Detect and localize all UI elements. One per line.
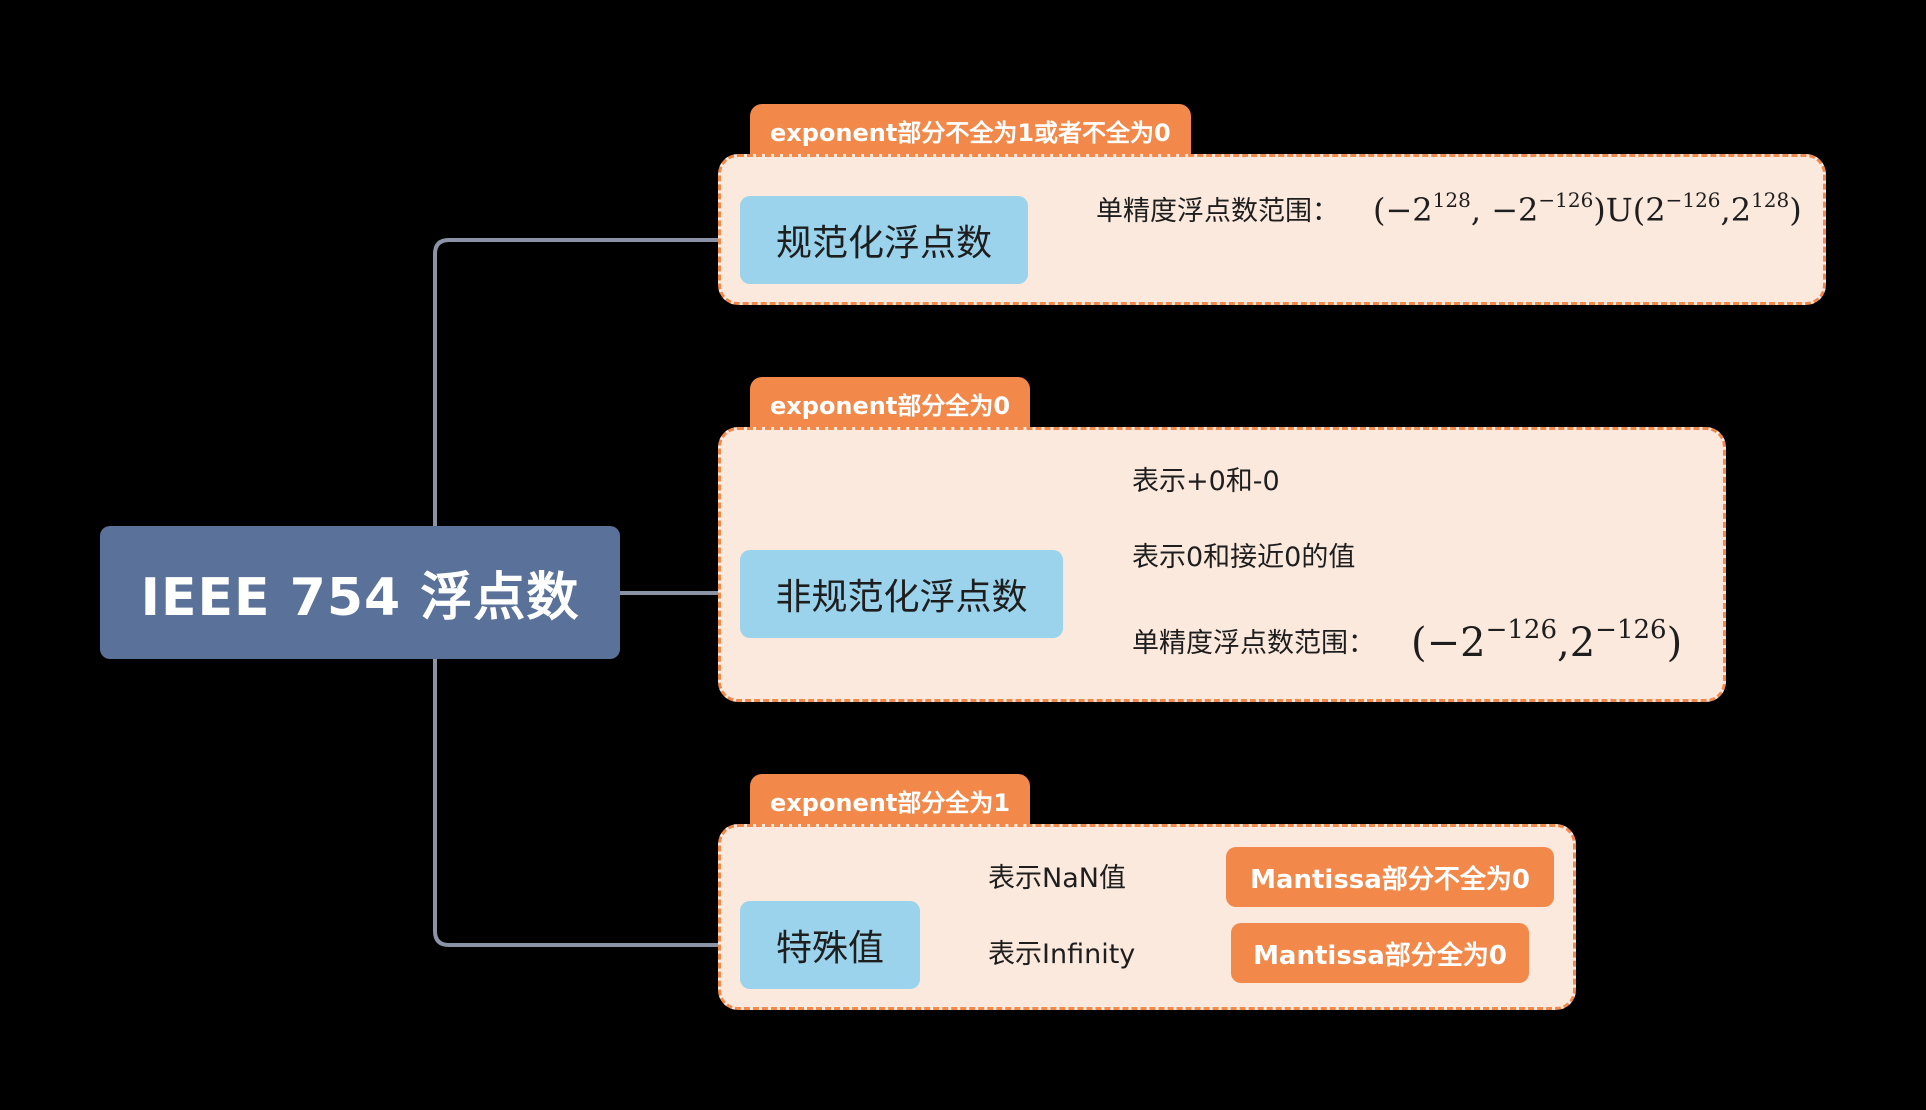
infinity-mantissa-label: Mantissa部分全为0 [1253,940,1507,971]
nan-mantissa-label: Mantissa部分不全为0 [1250,864,1530,895]
near-zero-label: 表示0和接近0的值 [1132,541,1356,573]
denormalized-range-formula: (−2−126,2−126) [1411,614,1683,666]
special-condition-label: exponent部分全为1 [770,788,1011,817]
normalized-branch: 规范化浮点数 [740,196,1028,284]
nan-label: 表示NaN值 [988,862,1126,894]
normalized-condition-tag: exponent部分不全为1或者不全为0 [750,104,1191,156]
infinity-label: 表示Infinity [988,938,1136,970]
normalized-branch-label: 规范化浮点数 [775,223,992,264]
connector-root-to-normalized [433,238,740,526]
denormalized-near-zero-leaf: 表示0和接近0的值 [1132,532,1355,576]
denormalized-signed-zero-leaf: 表示+0和-0 [1132,456,1280,500]
nan-leaf: 表示NaN值 [988,853,1126,897]
normalized-range-leaf: 单精度浮点数范围： (−2128, −2−126)U(2−126,2128) [1096,186,1802,230]
denormalized-range-leaf: 单精度浮点数范围： (−2−126,2−126) [1132,615,1682,666]
nan-mantissa-pill: Mantissa部分不全为0 [1226,847,1554,907]
denormalized-condition-label: exponent部分全为0 [770,391,1011,420]
normalized-condition-label: exponent部分不全为1或者不全为0 [770,118,1171,147]
infinity-mantissa-pill: Mantissa部分全为0 [1231,923,1529,983]
root-node: IEEE 754 浮点数 [100,526,620,659]
normalized-range-formula: (−2128, −2−126)U(2−126,2128) [1373,187,1802,229]
signed-zero-label: 表示+0和-0 [1132,465,1280,497]
special-branch: 特殊值 [740,901,920,989]
denormalized-range-label: 单精度浮点数范围： [1132,627,1375,659]
root-label: IEEE 754 浮点数 [140,568,580,628]
denormalized-branch-label: 非规范化浮点数 [775,577,1028,618]
denormalized-branch: 非规范化浮点数 [740,550,1063,638]
denormalized-condition-tag: exponent部分全为0 [750,377,1031,429]
connector-root-to-special [433,659,740,947]
infinity-leaf: 表示Infinity [988,929,1135,973]
normalized-range-label: 单精度浮点数范围： [1096,195,1339,227]
special-condition-tag: exponent部分全为1 [750,774,1031,826]
special-branch-label: 特殊值 [775,928,884,969]
